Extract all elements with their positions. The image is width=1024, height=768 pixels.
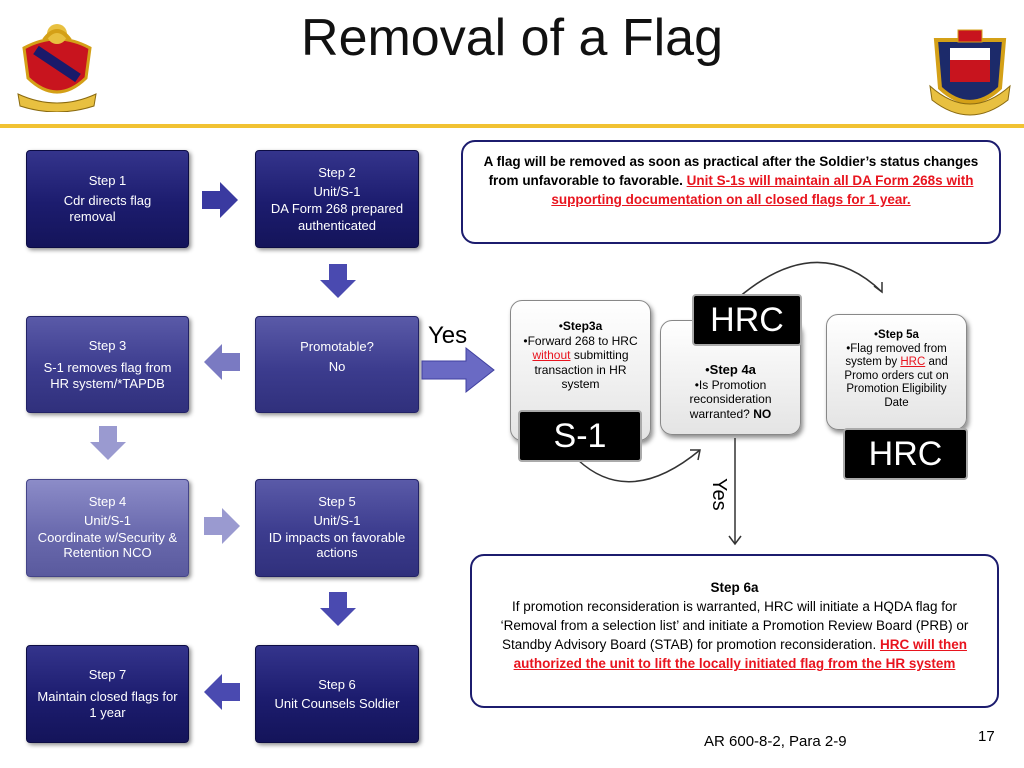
arrow-down-icon xyxy=(320,592,356,626)
step-7-box: Step 7 Maintain closed flags for 1 year xyxy=(26,645,189,743)
step-3a-text: Forward 268 to HRC xyxy=(527,333,638,348)
step-5a-title: Step 5a xyxy=(878,329,919,341)
step-6a-title: Step 6a xyxy=(710,580,759,595)
bottom-callout: Step 6a If promotion reconsideration is … xyxy=(470,554,999,708)
step-6-box: Step 6 Unit Counsels Soldier xyxy=(255,645,419,743)
step-2-line: DA Form 268 prepared xyxy=(270,201,404,216)
yes-arrow-icon xyxy=(421,346,495,394)
promotable-answer: No xyxy=(328,359,346,374)
page-title: Removal of a Flag xyxy=(301,9,723,67)
step-2-line: authenticated xyxy=(297,218,377,233)
step-7-line: Maintain closed flags for 1 year xyxy=(37,689,178,720)
step-3-line: S-1 removes flag from HR system/*TAPDB xyxy=(43,359,172,391)
promotable-title: Promotable? xyxy=(300,339,374,354)
curved-connector xyxy=(577,261,883,483)
callout-red-text: Unit S-1s will maintain all DA Form 268s… xyxy=(551,173,974,207)
arrow-right-icon xyxy=(202,182,238,218)
promotable-box: Promotable? No xyxy=(255,316,419,413)
step-7-title: Step 7 xyxy=(88,667,127,682)
step-6a-body: If promotion reconsideration is warrante… xyxy=(500,599,969,652)
step-4-title: Step 4 xyxy=(88,494,127,509)
step-3a-title: Step3a xyxy=(562,319,603,333)
yes-label-vertical: Yes xyxy=(708,478,730,511)
step-5-title: Step 5 xyxy=(318,494,356,509)
step-5a-card: Step 5a Flag removed from system by HRC … xyxy=(826,314,967,430)
step-6-line: Unit Counsels Soldier xyxy=(274,696,400,711)
step-3a-without: without xyxy=(532,348,571,362)
title-divider xyxy=(0,124,1024,128)
step-4-box: Step 4 Unit/S-1 Coordinate w/Security & … xyxy=(26,479,189,577)
step-2-line: Unit/S-1 xyxy=(313,184,361,199)
step-1-box: Step 1 Cdr directs flag removal xyxy=(26,150,189,248)
hrc-tag-right: HRC xyxy=(843,428,968,480)
step-6a-red-text: HRC will then authorized the unit to lif… xyxy=(513,637,967,671)
arrow-left-icon xyxy=(204,674,240,710)
step-3a-rest: submitting transaction in HR system xyxy=(534,348,629,391)
top-callout: A flag will be removed as soon as practi… xyxy=(461,140,1001,244)
regiment-crest-icon xyxy=(17,24,97,112)
step-4a-text: Is Promotion reconsideration warranted? xyxy=(689,377,772,421)
arrow-right-icon xyxy=(204,508,240,544)
s1-tag: S-1 xyxy=(518,410,642,462)
footer-reference: AR 600-8-2, Para 2-9 xyxy=(704,733,847,750)
step-4a-title: Step 4a xyxy=(709,362,756,377)
step-1-line: removal xyxy=(69,209,116,224)
step-5-line: Unit/S-1 xyxy=(313,513,361,528)
hrc-tag-top: HRC xyxy=(692,294,802,346)
step-4-line: Coordinate w/Security & Retention NCO xyxy=(37,530,178,560)
yes-label: Yes xyxy=(428,322,468,349)
step-3-box: Step 3 S-1 removes flag from HR system/*… xyxy=(26,316,189,413)
step-3-title: Step 3 xyxy=(88,337,127,353)
step-4-line: Unit/S-1 xyxy=(84,513,131,528)
arrow-down-icon xyxy=(320,264,356,298)
step-2-title: Step 2 xyxy=(318,165,356,180)
step-1-line: Cdr directs flag xyxy=(63,193,152,208)
arrow-left-icon xyxy=(204,344,240,380)
step-5-box: Step 5 Unit/S-1 ID impacts on favorable … xyxy=(255,479,419,577)
arrow-down-icon xyxy=(90,426,126,460)
step-5a-hrc: HRC xyxy=(900,356,926,368)
step-2-box: Step 2 Unit/S-1 DA Form 268 prepared aut… xyxy=(255,150,419,248)
callout-bold-text: A flag will be removed as soon as practi… xyxy=(483,154,979,188)
step-4a-no: NO xyxy=(753,406,772,421)
step-6-title: Step 6 xyxy=(318,677,356,692)
step-5a-rest: and Promo orders cut on Promotion Eligib… xyxy=(844,356,949,409)
step-5-line: ID impacts on favorable actions xyxy=(268,530,406,560)
agc-crest-icon xyxy=(929,29,1011,116)
page-number: 17 xyxy=(978,728,995,745)
arrow-down-line-icon xyxy=(728,438,742,546)
step-5a-text: Flag removed from system by xyxy=(845,342,947,369)
step-1-title: Step 1 xyxy=(88,173,127,188)
